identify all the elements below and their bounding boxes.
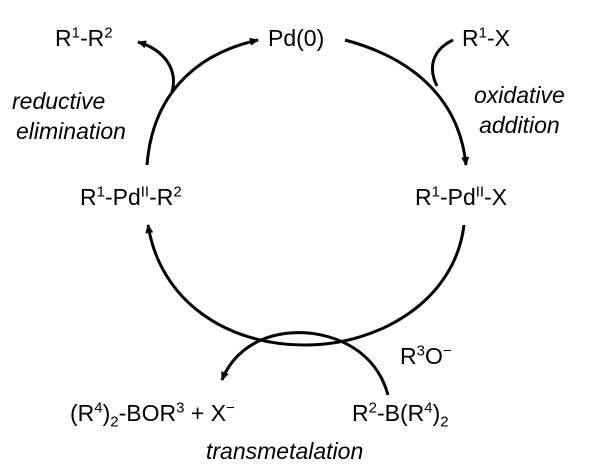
label-alkoxide: R3O− [400,342,452,369]
label-oxidative-complex: R1-PdII-X [415,183,508,210]
arc-reductive-elimination [145,37,259,166]
arc-transmetalation [145,224,466,347]
label-transmetalation-complex: R1-PdII-R2 [80,183,182,210]
branch-aryl-halide-in [431,38,454,87]
arc-oxidative-addition [344,38,470,166]
label-oxidative-addition: oxidative addition [474,82,565,138]
label-pd0: Pd(0) [268,25,325,51]
label-transmetalation: transmetalation [206,438,364,464]
label-byproduct: (R4)2-BOR3 + X− [70,399,235,431]
label-boronic-reagent: R2-B(R4)2 [352,399,449,431]
label-product: R1-R2 [55,24,113,51]
label-aryl-halide: R1-X [462,24,510,51]
label-reductive-elimination: reductive elimination [12,88,126,144]
branch-product-out [137,40,175,93]
branch-transmetalation [220,331,390,396]
